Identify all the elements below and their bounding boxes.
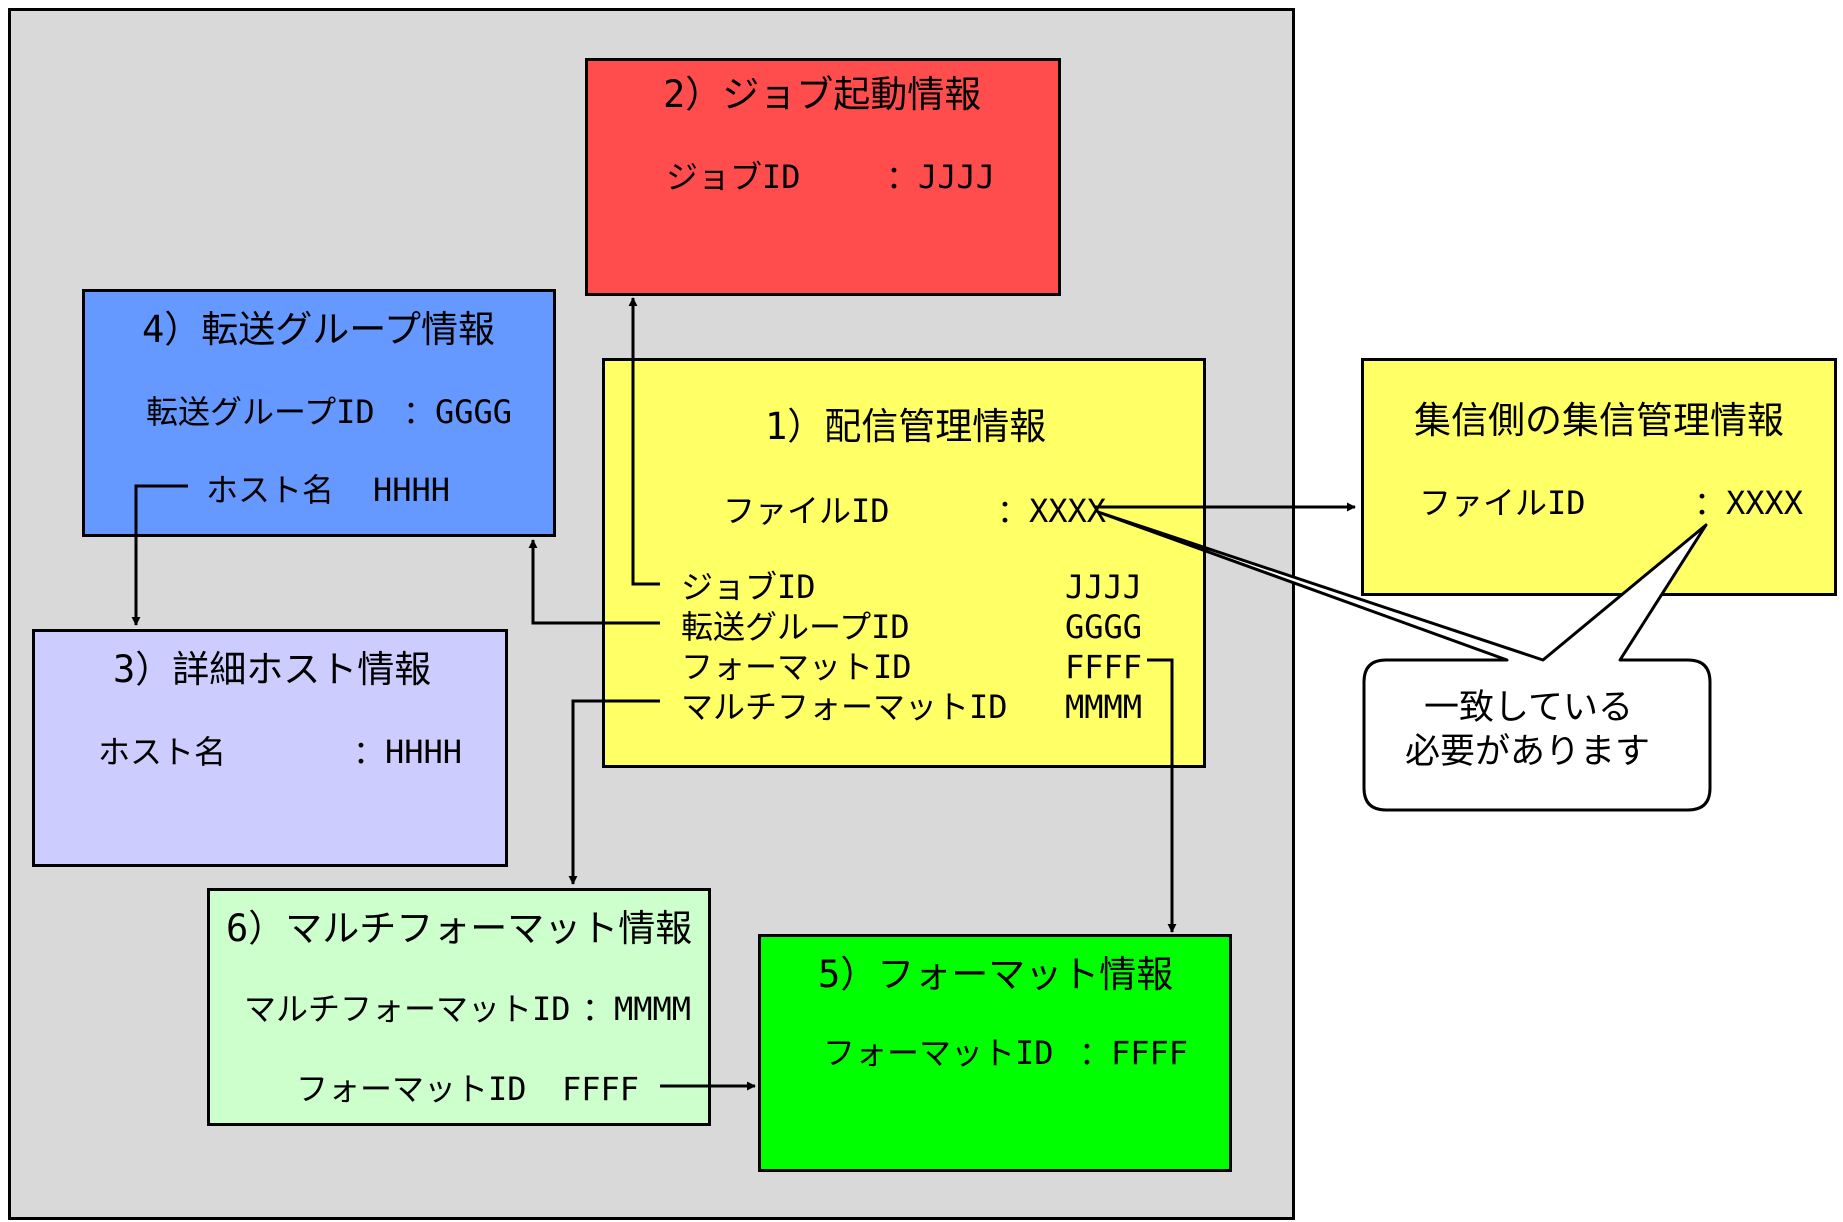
delivery-format-id-value: FFFF (1065, 648, 1143, 686)
delivery-group-id-label: 転送グループID (681, 608, 910, 646)
group-id-value: ：GGGG (403, 393, 513, 431)
delivery-management-info-box: 1）配信管理情報 ファイルID ：XXXX ジョブID JJJJ 転送グループI… (602, 358, 1206, 768)
delivery-box-title: 1）配信管理情報 (765, 405, 1047, 448)
group-host-value: HHHH (373, 471, 451, 509)
multiformat-id-value: ：MMMM (582, 990, 692, 1028)
callout-bubble-shape (1096, 510, 1712, 812)
arrow-format-id-to-format-box (1147, 658, 1177, 933)
job-id-value: ：JJJJ (886, 158, 996, 196)
host-detail-info-box: 3）詳細ホスト情報 ホスト名 ：HHHH (32, 629, 508, 867)
host-name-label: ホスト名 (98, 733, 227, 771)
delivery-job-id-value: JJJJ (1065, 568, 1143, 606)
job-id-label: ジョブID (666, 158, 801, 196)
job-start-info-box: 2）ジョブ起動情報 ジョブID ：JJJJ (585, 58, 1061, 296)
host-name-value: ：HHHH (353, 733, 463, 771)
delivery-file-id-label: ファイルID (723, 492, 890, 530)
delivery-multiformat-id-value: MMMM (1065, 688, 1143, 726)
delivery-file-id-value: ：XXXX (997, 492, 1107, 530)
format-id-label: フォーマットID (823, 1034, 1054, 1072)
delivery-job-id-label: ジョブID (681, 568, 816, 606)
collect-box-title: 集信側の集信管理情報 (1414, 399, 1784, 442)
delivery-multiformat-id-label: マルチフォーマットID (681, 688, 1008, 726)
collection-management-info-box: 集信側の集信管理情報 ファイルID ：XXXX (1361, 358, 1837, 596)
collect-file-id-value: ：XXXX (1694, 484, 1804, 522)
format-box-title: 5）フォーマット情報 (818, 953, 1174, 996)
delivery-group-id-value: GGGG (1065, 608, 1143, 646)
multiformat-format-value: FFFF (562, 1070, 640, 1108)
collect-file-id-label: ファイルID (1419, 484, 1586, 522)
group-box-title: 4）転送グループ情報 (142, 308, 496, 351)
multiformat-box-title: 6）マルチフォーマット情報 (226, 907, 693, 950)
transfer-group-info-box: 4）転送グループ情報 転送グループID ：GGGG ホスト名 HHHH (82, 289, 556, 537)
group-host-label: ホスト名 (206, 471, 335, 509)
format-info-box: 5）フォーマット情報 フォーマットID ：FFFF (758, 934, 1232, 1172)
host-box-title: 3）詳細ホスト情報 (113, 648, 432, 691)
multi-format-info-box: 6）マルチフォーマット情報 マルチフォーマットID ：MMMM フォーマットID… (207, 888, 711, 1126)
multiformat-format-label: フォーマットID (296, 1070, 527, 1108)
job-box-title: 2）ジョブ起動情報 (663, 73, 982, 116)
delivery-format-id-label: フォーマットID (681, 648, 912, 686)
callout-text-line2: 必要があります (1405, 732, 1651, 772)
format-id-value: ：FFFF (1079, 1034, 1189, 1072)
arrow-job-id-to-job-box (628, 297, 660, 586)
arrow-multiformat-id-to-multiformat-box (568, 699, 660, 885)
arrow-host-name-to-host-box (131, 484, 188, 626)
arrow-group-id-to-group-box (528, 539, 660, 625)
group-id-label: 転送グループID (146, 393, 375, 431)
callout-text-line1: 一致している (1424, 688, 1633, 728)
multiformat-id-label: マルチフォーマットID (244, 990, 571, 1028)
